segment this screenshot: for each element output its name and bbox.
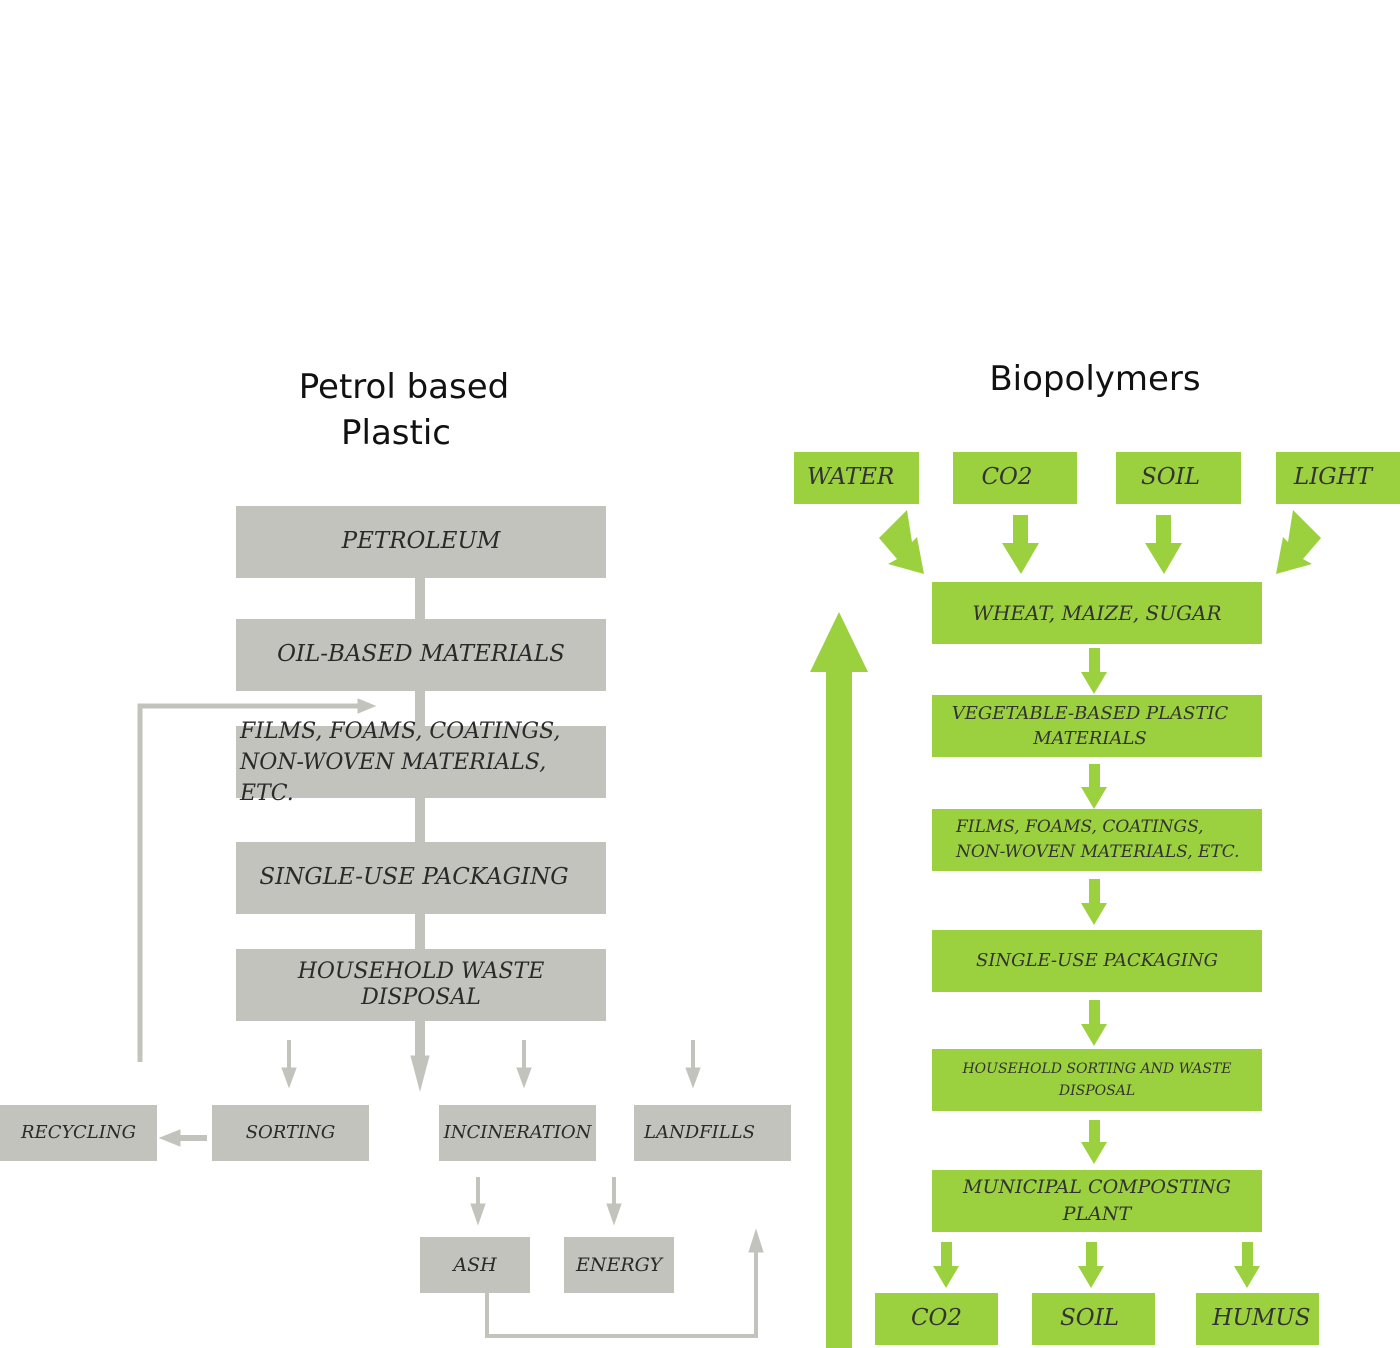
incineration-label: INCINERATION	[443, 1122, 592, 1144]
household-sorting-line1: HOUSEHOLD SORTING AND WASTE	[962, 1061, 1232, 1077]
output-soil-box: SOIL	[1032, 1293, 1155, 1345]
water-box: WATER	[794, 452, 919, 504]
recycling-loop-arrowhead	[357, 698, 377, 714]
bio-films-text: FILMS, FOAMS, COATINGS, NON-WOVEN MATERI…	[956, 815, 1240, 865]
petrol-films-box: FILMS, FOAMS, COATINGS, NON-WOVEN MATERI…	[236, 719, 606, 806]
composting-plant-box: MUNICIPAL COMPOSTING PLANT	[932, 1170, 1262, 1232]
household-sorting-line2: DISPOSAL	[1058, 1083, 1136, 1099]
recycling-label: RECYCLING	[21, 1122, 136, 1144]
petrol-title-line2: Plastic	[341, 413, 451, 453]
sorting-box: SORTING	[212, 1105, 369, 1161]
humus-label: HUMUS	[1212, 1305, 1311, 1332]
arrow-household-to-compost	[1081, 1120, 1107, 1164]
ash-label: ASH	[453, 1253, 497, 1276]
arrow-compost-to-co2	[933, 1242, 959, 1288]
arrow-veg-to-films	[1081, 764, 1107, 809]
sorting-label: SORTING	[245, 1122, 336, 1144]
input-soil-label: SOIL	[1141, 464, 1200, 491]
petrol-packaging-label: SINGLE-USE PACKAGING	[259, 864, 569, 891]
bio-films-line1: FILMS, FOAMS, COATINGS,	[956, 817, 1204, 837]
bio-packaging-label: SINGLE-USE PACKAGING	[975, 950, 1218, 972]
ash-loop-line	[485, 1250, 758, 1338]
energy-label: ENERGY	[575, 1253, 663, 1276]
arrow-water	[879, 510, 924, 574]
light-label: LIGHT	[1293, 464, 1373, 491]
composting-plant-text: MUNICIPAL COMPOSTING PLANT	[963, 1174, 1231, 1228]
oil-based-materials-box: OIL-BASED MATERIALS	[236, 619, 606, 691]
incineration-box: INCINERATION	[439, 1105, 596, 1161]
ash-box: ASH	[420, 1237, 530, 1293]
petrol-title-line1: Petrol based	[298, 367, 510, 407]
household-waste-box: HOUSEHOLD WASTE DISPOSAL	[236, 949, 606, 1021]
arrow-compost-to-humus	[1234, 1242, 1260, 1288]
household-waste-label: HOUSEHOLD WASTE DISPOSAL	[297, 958, 545, 1010]
bio-films-box: FILMS, FOAMS, COATINGS, NON-WOVEN MATERI…	[932, 809, 1262, 871]
arrow-light	[1276, 510, 1321, 574]
petrol-title: Petrol based Plastic	[254, 364, 554, 456]
arrow-compost-to-soil	[1078, 1242, 1104, 1288]
arrow-co2	[1002, 515, 1039, 574]
vegetable-plastic-box: VEGETABLE-BASED PLASTIC MATERIALS	[932, 695, 1262, 757]
bio-connectors	[810, 510, 1321, 1348]
arrow-to-sorting-head	[281, 1067, 297, 1089]
petrol-arrowheads	[158, 698, 764, 1253]
water-label: WATER	[807, 464, 895, 491]
vegetable-plastic-text: VEGETABLE-BASED PLASTIC MATERIALS	[952, 701, 1229, 751]
spine-arrowhead	[410, 1055, 430, 1092]
wheat-maize-sugar-box: WHEAT, MAIZE, SUGAR	[932, 582, 1262, 644]
arrow-to-ash-head	[470, 1203, 486, 1226]
petroleum-box: PETROLEUM	[236, 506, 606, 578]
wheat-maize-sugar-label: WHEAT, MAIZE, SUGAR	[972, 601, 1222, 625]
landfills-label: LANDFILLS	[644, 1122, 755, 1144]
bio-packaging-box: SINGLE-USE PACKAGING	[932, 930, 1262, 992]
output-co2-box: CO2	[875, 1293, 998, 1345]
arrow-sorting-to-recycling-head	[158, 1129, 181, 1147]
light-box: LIGHT	[1276, 452, 1400, 504]
oil-based-materials-label: OIL-BASED MATERIALS	[277, 641, 565, 668]
petrol-films-line2: NON-WOVEN MATERIALS, ETC.	[240, 749, 547, 806]
household-sorting-text: HOUSEHOLD SORTING AND WASTE DISPOSAL	[962, 1058, 1231, 1102]
recycling-loop-line	[137, 703, 360, 1062]
arrow-packaging-to-household	[1081, 1000, 1107, 1046]
vegetable-plastic-line2: MATERIALS	[1033, 728, 1147, 749]
input-soil-box: SOIL	[1116, 452, 1241, 504]
petrol-packaging-box: SINGLE-USE PACKAGING	[236, 842, 606, 914]
vegetable-plastic-line1: VEGETABLE-BASED PLASTIC	[951, 703, 1229, 724]
input-co2-box: CO2	[953, 452, 1077, 504]
household-sorting-box: HOUSEHOLD SORTING AND WASTE DISPOSAL	[932, 1049, 1262, 1111]
ash-loop-arrowhead	[748, 1228, 764, 1253]
output-soil-label: SOIL	[1060, 1305, 1119, 1332]
arrow-to-incineration-head	[516, 1067, 532, 1089]
arrow-to-landfills-head	[685, 1067, 701, 1089]
bio-title: Biopolymers	[989, 359, 1201, 399]
big-cycle-arrow	[810, 612, 868, 1348]
output-co2-label: CO2	[910, 1305, 963, 1332]
arrow-soil	[1145, 515, 1182, 574]
arrow-to-energy-head	[606, 1203, 622, 1226]
recycling-box: RECYCLING	[0, 1105, 157, 1161]
input-co2-label: CO2	[981, 464, 1033, 491]
composting-plant-line2: PLANT	[1062, 1203, 1132, 1225]
composting-plant-line1: MUNICIPAL COMPOSTING	[963, 1176, 1231, 1198]
bio-films-line2: NON-WOVEN MATERIALS, ETC.	[956, 842, 1240, 862]
energy-box: ENERGY	[564, 1237, 674, 1293]
petrol-films-line1: FILMS, FOAMS, COATINGS,	[240, 718, 561, 744]
petroleum-label: PETROLEUM	[341, 528, 501, 555]
arrow-wheat-to-veg	[1081, 648, 1107, 694]
petrol-films-text: FILMS, FOAMS, COATINGS, NON-WOVEN MATERI…	[240, 716, 606, 809]
arrow-films-to-packaging	[1081, 879, 1107, 925]
humus-box: HUMUS	[1196, 1293, 1319, 1345]
landfills-box: LANDFILLS	[634, 1105, 791, 1161]
